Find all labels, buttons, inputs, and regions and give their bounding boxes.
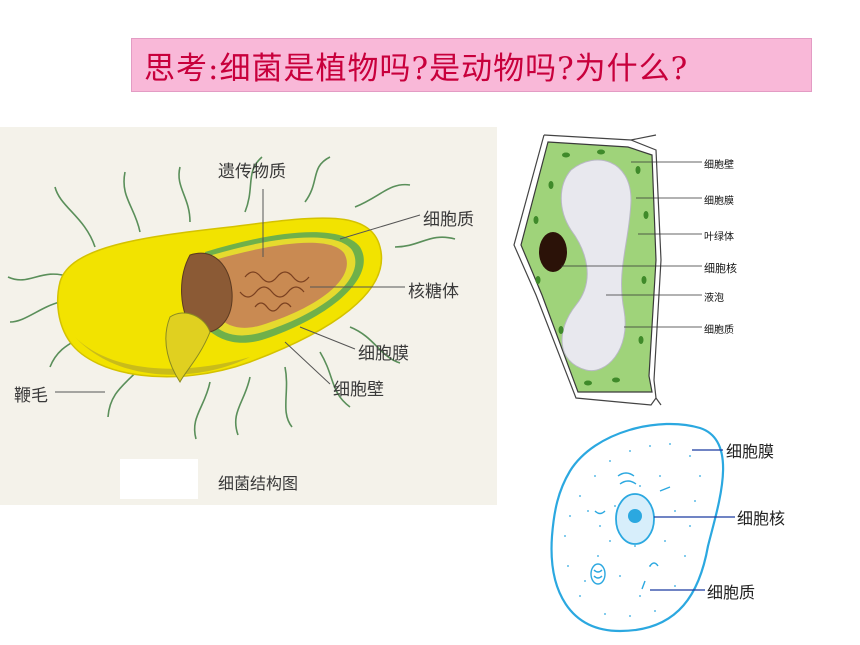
plant-label-cytoplasm: 细胞质 bbox=[704, 325, 734, 336]
bacteria-label-genetic-material: 遗传物质 bbox=[218, 162, 286, 182]
animal-label-nucleus: 细胞核 bbox=[737, 509, 786, 528]
bacteria-label-cell-wall: 细胞壁 bbox=[333, 380, 384, 400]
page-title: 思考:细菌是植物吗?是动物吗?为什么? bbox=[144, 50, 689, 87]
capsule-shadow bbox=[75, 337, 250, 375]
bacteria-illustration bbox=[7, 156, 456, 440]
plant-label-nucleus: 细胞核 bbox=[704, 262, 737, 275]
vacuole bbox=[560, 159, 632, 372]
bacteria-label-cytoplasm: 细胞质 bbox=[423, 210, 474, 230]
chloroplasts bbox=[533, 149, 649, 386]
animal-leader-lines bbox=[650, 449, 735, 591]
cut-face bbox=[181, 252, 233, 334]
plant-label-cell-wall: 细胞壁 bbox=[704, 160, 734, 171]
leader-lines bbox=[55, 189, 421, 393]
plant-label-chloroplast: 叶绿体 bbox=[704, 232, 734, 243]
animal-cell-diagram: 细胞膜 细胞核 细胞质 bbox=[540, 416, 840, 641]
bacteria-label-cell-membrane: 细胞膜 bbox=[358, 344, 409, 364]
genetic-material-strands bbox=[239, 271, 310, 312]
bacteria-caption: 细菌结构图 bbox=[218, 474, 299, 493]
title-banner: 思考:细菌是植物吗?是动物吗?为什么? bbox=[131, 38, 812, 92]
bacteria-label-flagellum: 鞭毛 bbox=[14, 386, 48, 406]
plant-cell-wall-outline bbox=[513, 134, 662, 406]
cytoplasm-interior bbox=[218, 242, 347, 328]
plant-nucleus bbox=[539, 232, 567, 272]
plant-cell-illustration bbox=[513, 134, 702, 406]
bacteria-label-ribosome: 核糖体 bbox=[408, 282, 459, 302]
flagella bbox=[7, 156, 456, 440]
animal-label-cytoplasm: 细胞质 bbox=[707, 583, 756, 602]
plant-label-vacuole: 液泡 bbox=[704, 293, 724, 304]
animal-label-cell-membrane: 细胞膜 bbox=[726, 442, 775, 461]
bacteria-diagram: 遗传物质 细胞质 核糖体 细胞膜 细胞壁 鞭毛 细菌结构图 bbox=[0, 127, 497, 505]
cytoplasm-stipple bbox=[564, 443, 701, 617]
capsule-flap bbox=[165, 312, 211, 383]
organelles bbox=[590, 472, 671, 590]
blank-patch bbox=[120, 459, 198, 499]
plant-cell-diagram: 细胞壁 细胞膜 叶绿体 细胞核 液泡 细胞质 bbox=[506, 130, 766, 410]
plant-label-cell-membrane: 细胞膜 bbox=[704, 196, 734, 207]
nucleolus bbox=[628, 509, 642, 523]
plant-leader-lines bbox=[561, 161, 702, 328]
animal-cell-illustration bbox=[550, 422, 735, 633]
